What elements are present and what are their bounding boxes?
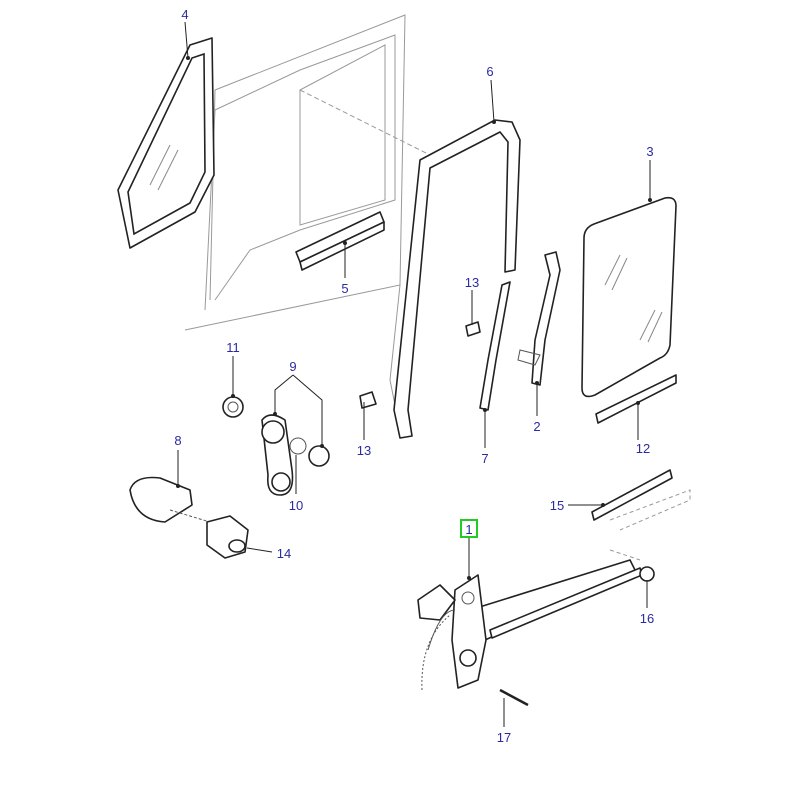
part-7-rail[interactable] <box>479 281 511 411</box>
leader-lines <box>176 21 652 727</box>
callout-3[interactable]: 3 <box>646 144 653 159</box>
part-14-switch[interactable] <box>206 515 249 559</box>
part-10-spring-clip[interactable] <box>289 437 307 455</box>
part-6-run-channel[interactable] <box>393 119 521 439</box>
callouts: 4 6 3 5 13 11 9 13 7 2 12 8 10 15 14 1 1… <box>174 7 654 745</box>
callout-6[interactable]: 6 <box>486 64 493 79</box>
part-12-bottom-channel[interactable] <box>595 374 677 424</box>
callout-9[interactable]: 9 <box>289 359 296 374</box>
callout-7[interactable]: 7 <box>481 451 488 466</box>
part-11-escutcheon[interactable] <box>222 396 244 418</box>
callout-12[interactable]: 12 <box>636 441 650 456</box>
part-2-rail[interactable] <box>517 251 561 386</box>
part-13-clip-lower[interactable] <box>359 391 377 409</box>
callout-13-lower[interactable]: 13 <box>357 443 371 458</box>
part-1-window-regulator[interactable] <box>417 559 643 691</box>
part-4-quarter-glass[interactable] <box>117 37 215 249</box>
callout-8[interactable]: 8 <box>174 433 181 448</box>
callout-14[interactable]: 14 <box>277 546 291 561</box>
callout-4[interactable]: 4 <box>181 7 188 22</box>
callout-5[interactable]: 5 <box>341 281 348 296</box>
callout-1[interactable]: 1 <box>465 522 472 537</box>
part-15-guide[interactable] <box>591 469 691 561</box>
part-16-nut[interactable] <box>639 566 655 582</box>
part-17-bolt[interactable] <box>499 688 529 707</box>
part-13-clip-upper[interactable] <box>465 321 481 337</box>
callout-10[interactable]: 10 <box>289 498 303 513</box>
part-9-window-handle[interactable] <box>261 414 330 496</box>
callout-13-upper[interactable]: 13 <box>465 275 479 290</box>
selected-callout-highlight <box>460 519 478 538</box>
callout-11[interactable]: 11 <box>226 340 240 355</box>
callout-2[interactable]: 2 <box>533 419 540 434</box>
callout-15[interactable]: 15 <box>550 498 564 513</box>
part-8-cover[interactable] <box>129 476 211 523</box>
callout-16[interactable]: 16 <box>640 611 654 626</box>
part-5-channel[interactable] <box>295 211 385 271</box>
callout-17[interactable]: 17 <box>497 730 511 745</box>
part-3-sliding-glass[interactable] <box>581 196 677 398</box>
